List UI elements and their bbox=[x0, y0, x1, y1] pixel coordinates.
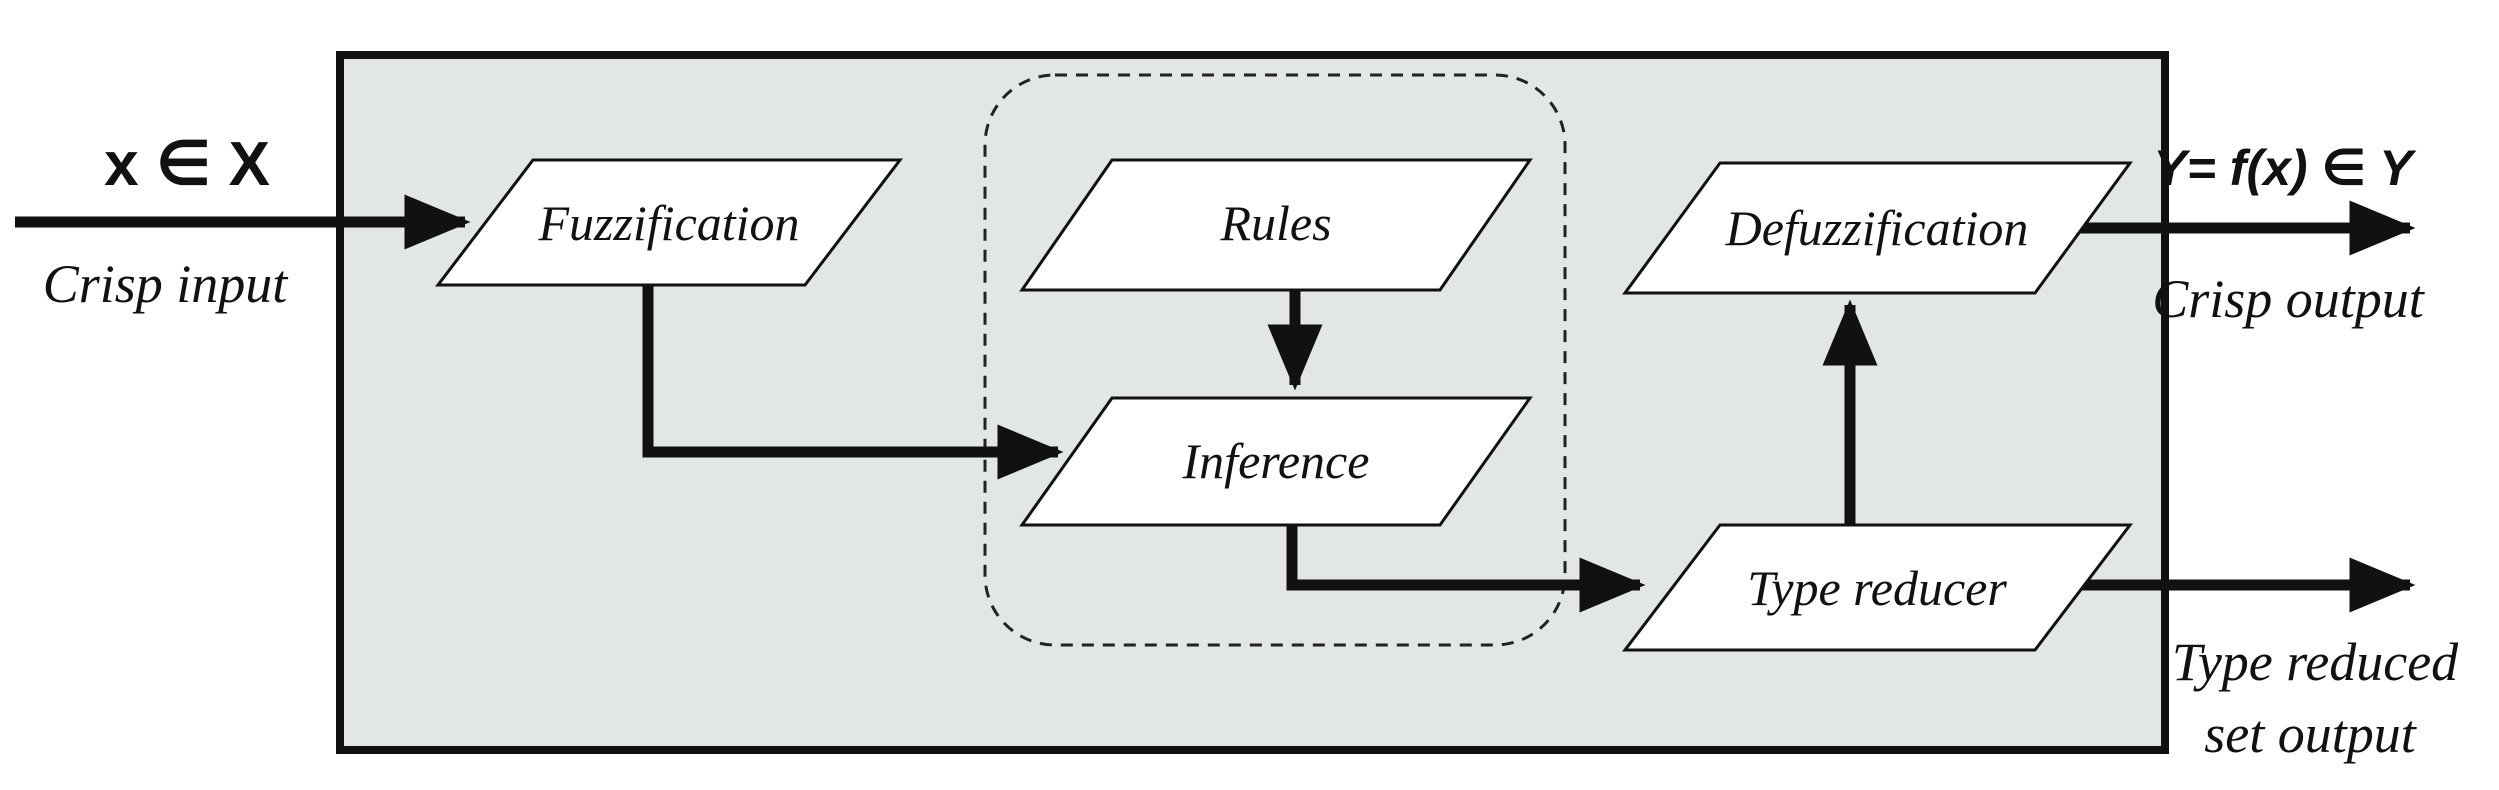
rule-inference-group bbox=[983, 73, 1567, 647]
defuzzification-block: Defuzzification bbox=[1622, 161, 2133, 295]
type-reduced-label-line1: Type reduced bbox=[2172, 632, 2459, 692]
crisp-input-label: Crisp input bbox=[43, 254, 290, 314]
defuzzification-label: Defuzzification bbox=[1725, 200, 2029, 256]
input-symbol: x ∈ X bbox=[104, 130, 270, 199]
inference-label: Inference bbox=[1182, 433, 1370, 489]
fuzzification-to-inference-arrow bbox=[642, 285, 1064, 480]
crisp-output-label: Crisp output bbox=[2152, 269, 2426, 329]
inference-to-type-reducer-arrow bbox=[1286, 525, 1646, 613]
inference-block: Inference bbox=[1019, 396, 1533, 527]
rules-label: Rules bbox=[1219, 195, 1331, 251]
type-reducer-block: Type reducer bbox=[1621, 523, 2134, 652]
fuzzification-block: Fuzzification bbox=[434, 158, 904, 287]
rules-block: Rules bbox=[1019, 158, 1533, 292]
type-reduced-label-line2: set output bbox=[2204, 704, 2417, 764]
fuzzification-label: Fuzzification bbox=[537, 195, 799, 251]
crisp-output-symbol: Y= f(x) ∈ Y bbox=[2153, 140, 2417, 196]
type-reducer-label: Type reducer bbox=[1747, 560, 2007, 616]
